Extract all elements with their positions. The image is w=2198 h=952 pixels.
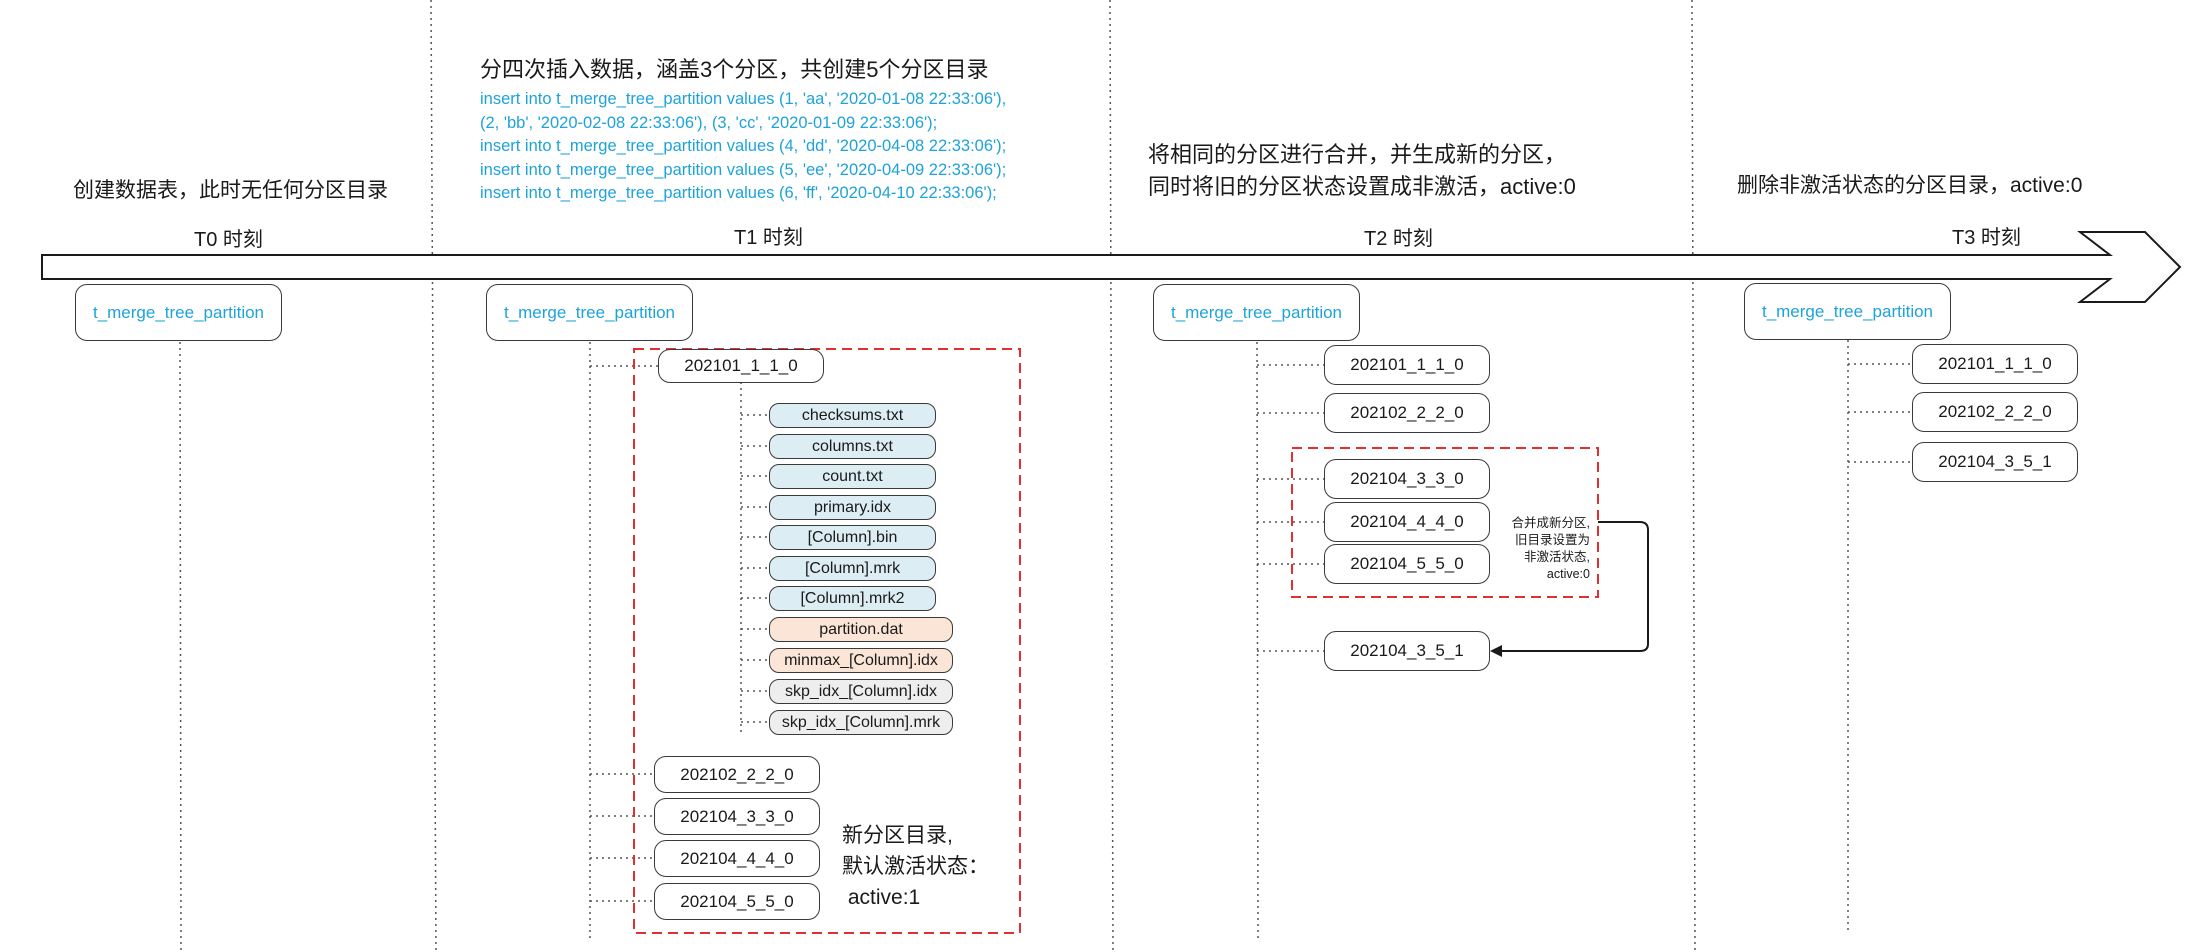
t3-partition-item: 202101_1_1_0: [1912, 344, 2078, 384]
file-item: primary.idx: [769, 495, 936, 520]
t2-merge-note: 合并成新分区, 旧目录设置为 非激活状态, active:0: [1490, 515, 1590, 583]
sql-line: insert into t_merge_tree_partition value…: [480, 137, 1007, 155]
t1-partition-item: 202104_3_3_0: [654, 798, 820, 835]
sql-line: insert into t_merge_tree_partition value…: [480, 90, 1007, 108]
t3-partition-item: 202104_3_5_1: [1912, 442, 2078, 482]
t2-note-line: 合并成新分区,: [1511, 516, 1590, 530]
t2-note-line: 旧目录设置为: [1514, 533, 1590, 547]
t1-note-line: 新分区目录,: [842, 824, 953, 847]
timeline-arrow: [41, 231, 2182, 303]
file-item: partition.dat: [769, 617, 953, 642]
t0-table-box: t_merge_tree_partition: [75, 284, 282, 341]
t2-partition-item: 202102_2_2_0: [1324, 393, 1490, 433]
t2-merged-source-item: 202104_5_5_0: [1324, 544, 1490, 584]
t2-trunk-line: [1256, 341, 1259, 941]
t1-partition-item: 202104_4_4_0: [654, 840, 820, 877]
separator-line-3: [1691, 0, 1696, 952]
sql-statements: insert into t_merge_tree_partition value…: [480, 88, 1006, 206]
t1-partition-item: 202102_2_2_0: [654, 756, 820, 793]
t3-caption: 删除非激活状态的分区目录，active:0: [1737, 174, 2083, 197]
time-label-t0: T0 时刻: [194, 229, 263, 251]
file-item: [Column].mrk2: [769, 586, 936, 611]
t2-merged-source-item: 202104_3_3_0: [1324, 459, 1490, 499]
t2-caption-line-1: 将相同的分区进行合并，并生成新的分区，: [1148, 142, 1567, 167]
t1-note-line: 默认激活状态：: [842, 855, 989, 878]
t1-caption: 分四次插入数据，涵盖3个分区，共创建5个分区目录: [480, 57, 989, 82]
merge-arrow: [1500, 521, 1649, 652]
sql-line: insert into t_merge_tree_partition value…: [480, 184, 997, 202]
t2-caption-line-2: 同时将旧的分区状态设置成非激活，active:0: [1148, 174, 1576, 199]
t0-trunk-line: [179, 341, 182, 952]
separator-line-1: [430, 0, 437, 952]
sql-line: insert into t_merge_tree_partition value…: [480, 160, 1007, 179]
t2-note-line: active:0: [1546, 567, 1590, 581]
file-item: [Column].mrk: [769, 556, 936, 581]
time-label-t1: T1 时刻: [734, 227, 803, 249]
file-item: count.txt: [769, 464, 936, 489]
t3-partition-item: 202102_2_2_0: [1912, 392, 2078, 432]
t1-file-branches: [741, 414, 769, 723]
sql-line: (2, 'bb', '2020-02-08 22:33:06'), (3, 'c…: [480, 113, 938, 132]
file-item: skp_idx_[Column].idx: [769, 679, 953, 704]
t1-table-box: t_merge_tree_partition: [486, 284, 693, 341]
file-item: skp_idx_[Column].mrk: [769, 710, 953, 735]
t1-new-partitions-region: [633, 348, 1021, 934]
t2-merge-region: [1291, 447, 1599, 598]
separator-line-2: [1109, 0, 1114, 952]
merge-arrowhead: [1490, 645, 1502, 657]
time-label-t2: T2 时刻: [1364, 228, 1433, 250]
t1-partition-first: 202101_1_1_0: [658, 349, 824, 383]
t2-merged-source-item: 202104_4_4_0: [1324, 502, 1490, 542]
t2-table-box: t_merge_tree_partition: [1153, 284, 1360, 341]
t1-note-line: active:1: [842, 886, 921, 909]
file-item: checksums.txt: [769, 403, 936, 428]
t2-note-line: 非激活状态,: [1524, 550, 1590, 564]
t0-caption: 创建数据表，此时无任何分区目录: [73, 179, 388, 202]
t2-branches: [1257, 364, 1324, 652]
file-item: minmax_[Column].idx: [769, 648, 953, 673]
t2-caption: 将相同的分区进行合并，并生成新的分区， 同时将旧的分区状态设置成非激活，acti…: [1148, 139, 1576, 203]
t1-partition-item: 202104_5_5_0: [654, 883, 820, 920]
file-item: columns.txt: [769, 434, 936, 459]
t2-partition-item: 202101_1_1_0: [1324, 345, 1490, 385]
file-item: [Column].bin: [769, 525, 936, 550]
t3-table-box: t_merge_tree_partition: [1744, 283, 1951, 340]
t3-branches: [1848, 363, 1912, 463]
t2-merged-result: 202104_3_5_1: [1324, 631, 1490, 671]
time-label-t3: T3 时刻: [1952, 227, 2021, 249]
t1-note: 新分区目录, 默认激活状态： active:1: [842, 820, 989, 913]
